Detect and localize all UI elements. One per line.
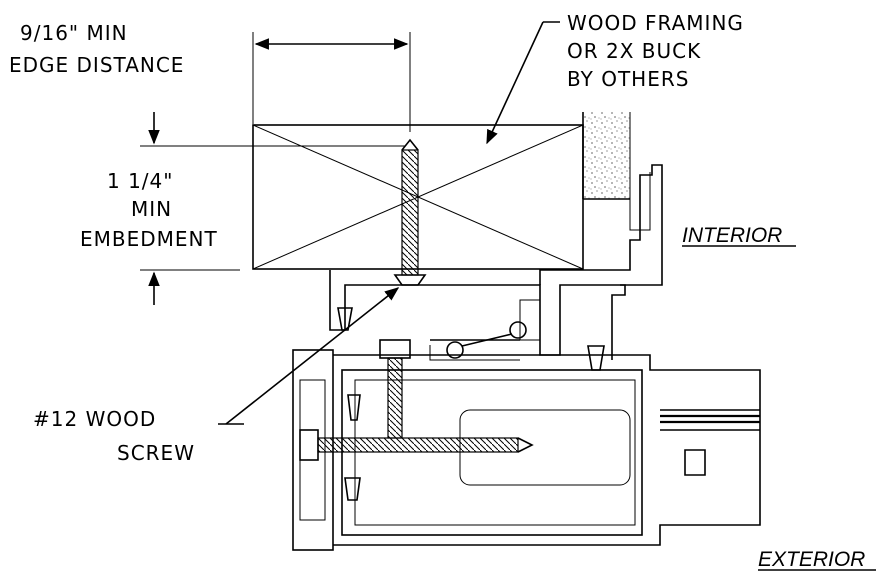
- wood-screw-vertical: [393, 138, 427, 286]
- edge-distance-line-2: EDGE DISTANCE: [9, 53, 184, 77]
- screw-label: #12 WOOD SCREW: [33, 407, 195, 465]
- edge-distance-label: 9/16" MIN EDGE DISTANCE: [9, 21, 184, 77]
- screw-line-1: #12 WOOD: [33, 407, 156, 431]
- framing-line-2: OR 2X BUCK: [567, 39, 701, 63]
- embedment-label: 1 1/4" MIN EMBEDMENT: [80, 169, 218, 251]
- wood-screw-horizontal: [299, 429, 534, 461]
- edge-distance-line-1: 9/16" MIN: [20, 21, 128, 45]
- embedment-line-2: MIN: [131, 197, 172, 221]
- framing-label: WOOD FRAMING OR 2X BUCK BY OTHERS: [567, 11, 744, 91]
- insulation-strip: [582, 112, 631, 200]
- framing-line-1: WOOD FRAMING: [567, 11, 744, 35]
- exterior-text: EXTERIOR: [758, 548, 865, 571]
- edge-distance-dimension: [252, 32, 411, 132]
- embedment-dimension: [140, 112, 405, 305]
- hex-head-screw: [379, 339, 411, 439]
- framing-line-3: BY OTHERS: [567, 67, 689, 91]
- interior-label: INTERIOR: [682, 224, 796, 247]
- exterior-label: EXTERIOR: [758, 548, 876, 571]
- embedment-line-3: EMBEDMENT: [80, 227, 218, 251]
- window-frame-profile: [292, 164, 761, 551]
- screw-line-2: SCREW: [117, 441, 195, 465]
- interior-text: INTERIOR: [682, 224, 782, 247]
- embedment-line-1: 1 1/4": [107, 169, 173, 193]
- framing-leader: [486, 21, 560, 145]
- screw-leader: [218, 287, 400, 425]
